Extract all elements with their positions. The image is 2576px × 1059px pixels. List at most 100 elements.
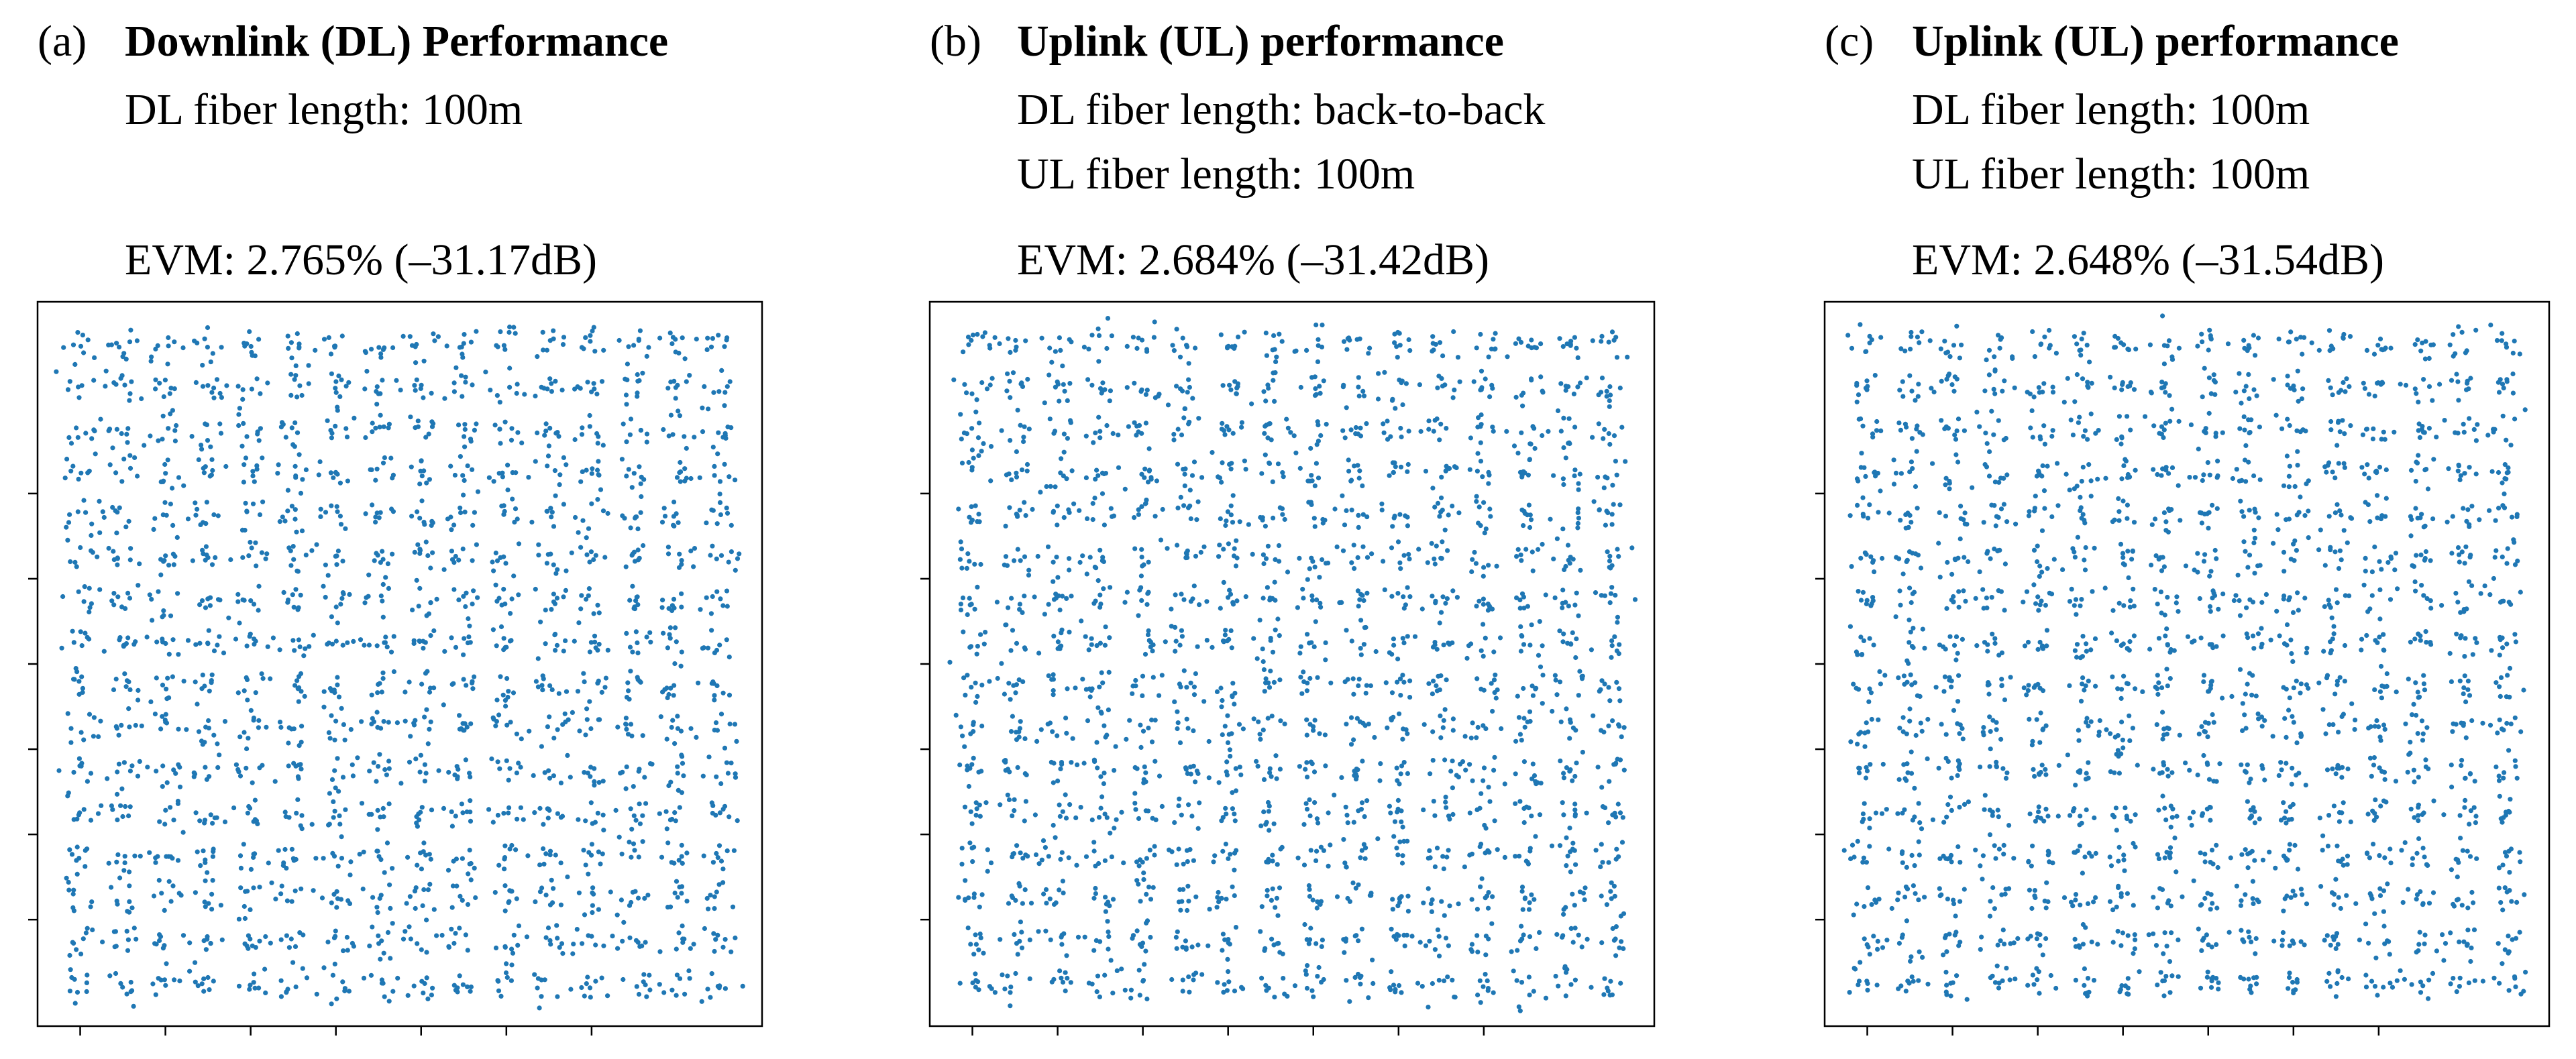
constellation-point	[977, 814, 983, 819]
constellation-point	[1427, 848, 1432, 853]
constellation-point	[593, 942, 598, 948]
constellation-point	[500, 470, 505, 476]
constellation-point	[1609, 896, 1614, 901]
constellation-point	[1055, 639, 1061, 645]
constellation-point	[1003, 523, 1008, 528]
constellation-point	[1020, 610, 1025, 615]
constellation-point	[1943, 969, 1949, 975]
constellation-point	[1137, 942, 1142, 947]
constellation-point	[1006, 681, 1012, 686]
constellation-point	[1314, 597, 1320, 602]
constellation-point	[1022, 647, 1028, 652]
constellation-point	[294, 678, 300, 683]
constellation-point	[737, 551, 742, 557]
constellation-point	[982, 330, 987, 335]
constellation-point	[1015, 407, 1020, 413]
constellation-point	[1092, 496, 1097, 501]
constellation-point	[1169, 849, 1175, 854]
constellation-point	[1418, 429, 1424, 434]
constellation-point	[601, 943, 606, 948]
constellation-point	[89, 601, 94, 606]
constellation-point	[502, 843, 508, 848]
constellation-point	[493, 582, 498, 588]
constellation-point	[335, 682, 340, 687]
constellation-point	[1219, 704, 1224, 710]
constellation-point	[969, 447, 975, 453]
constellation-point	[1246, 522, 1251, 527]
constellation-point	[1017, 602, 1022, 607]
constellation-point	[1483, 934, 1489, 939]
constellation-point	[1913, 891, 1918, 896]
constellation-point	[118, 981, 123, 986]
constellation-point	[67, 379, 72, 384]
constellation-point	[1866, 515, 1871, 521]
constellation-point	[359, 719, 364, 724]
constellation-point	[235, 384, 241, 389]
constellation-point	[964, 390, 969, 396]
constellation-point	[1387, 803, 1392, 809]
constellation-point	[405, 854, 411, 860]
constellation-point	[1057, 887, 1062, 893]
constellation-point	[511, 325, 517, 330]
constellation-point	[1254, 656, 1260, 661]
constellation-point	[389, 506, 394, 512]
constellation-point	[199, 598, 205, 604]
constellation-point	[1593, 848, 1599, 853]
constellation-point	[180, 345, 186, 351]
constellation-point	[540, 329, 545, 335]
constellation-point	[1401, 760, 1407, 765]
constellation-point	[1913, 732, 1919, 738]
constellation-point	[1950, 980, 1955, 985]
constellation-point	[1530, 568, 1536, 573]
constellation-point	[1407, 348, 1413, 353]
constellation-point	[1130, 691, 1135, 696]
constellation-point	[1858, 634, 1864, 640]
constellation-point	[1224, 769, 1229, 775]
constellation-point	[1610, 926, 1615, 932]
constellation-point	[1886, 510, 1892, 516]
constellation-point	[265, 644, 270, 649]
constellation-point	[1299, 691, 1305, 696]
constellation-point	[205, 974, 211, 981]
constellation-point	[1108, 506, 1114, 511]
constellation-point	[1108, 585, 1113, 590]
constellation-point	[1487, 799, 1493, 804]
constellation-point	[1312, 483, 1318, 488]
constellation-point	[1602, 427, 1607, 432]
constellation-point	[1472, 549, 1477, 555]
constellation-point	[1599, 785, 1605, 790]
constellation-point	[973, 503, 978, 508]
constellation-point	[1529, 814, 1534, 819]
constellation-point	[160, 784, 165, 789]
constellation-point	[1492, 755, 1497, 760]
constellation-point	[1086, 647, 1091, 653]
constellation-point	[716, 843, 722, 848]
constellation-point	[1570, 891, 1575, 897]
constellation-point	[1618, 981, 1623, 986]
constellation-point	[1094, 989, 1099, 995]
constellation-point	[1527, 848, 1533, 854]
constellation-point	[1323, 657, 1328, 663]
constellation-point	[646, 345, 651, 350]
constellation-point	[1063, 716, 1069, 721]
constellation-point	[1538, 664, 1544, 669]
constellation-point	[163, 983, 168, 988]
constellation-point	[1580, 891, 1586, 896]
constellation-point	[79, 643, 85, 649]
constellation-points	[54, 324, 745, 1011]
constellation-point	[1008, 1003, 1013, 1009]
constellation-point	[716, 985, 722, 991]
constellation-point	[1091, 848, 1097, 854]
constellation-point	[1430, 981, 1435, 987]
constellation-point	[1561, 812, 1566, 818]
constellation-point	[339, 856, 345, 861]
constellation-point	[635, 895, 641, 901]
constellation-point	[149, 354, 154, 359]
constellation-point	[132, 853, 138, 858]
constellation-point	[211, 846, 216, 852]
constellation-point	[203, 878, 208, 883]
constellation-point	[329, 435, 334, 441]
constellation-point	[347, 592, 352, 597]
constellation-point	[1320, 938, 1325, 943]
constellation-point	[153, 377, 158, 382]
